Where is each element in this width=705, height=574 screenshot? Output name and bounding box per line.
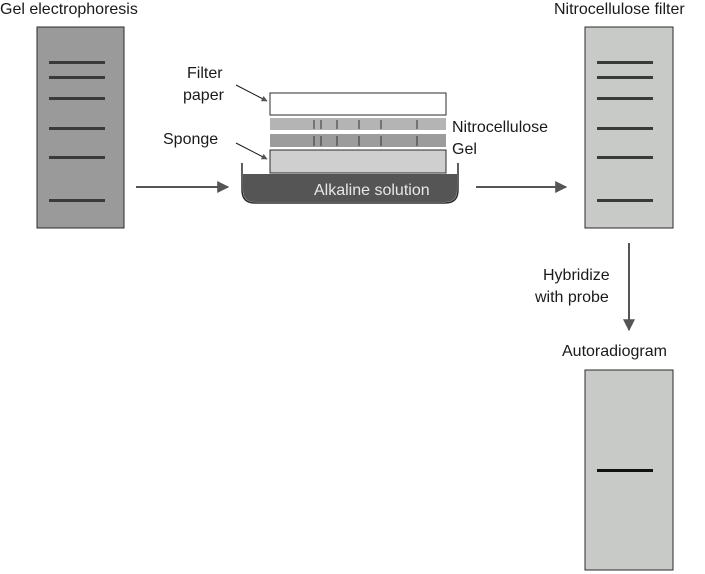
gel-bands: [49, 61, 105, 202]
filter-band: [597, 127, 653, 130]
nitrocellulose-layer: [270, 118, 446, 130]
gel-band: [49, 156, 105, 159]
gel-band: [49, 76, 105, 79]
sponge-pointer: [235, 142, 268, 160]
autoradiogram-band: [597, 469, 653, 472]
alkaline-solution-fill: [243, 174, 457, 202]
filter-band: [597, 199, 653, 202]
filter-band: [597, 97, 653, 100]
sponge-layer: [269, 149, 447, 174]
filter-paper-label-line1: Filter: [187, 65, 223, 82]
filter-paper-layer: [269, 92, 447, 116]
gel-label: Gel: [452, 141, 477, 158]
gel-band: [49, 127, 105, 130]
tray-outline: [241, 163, 459, 204]
gel-band: [49, 61, 105, 64]
hybridize-label-line2: with probe: [534, 289, 609, 306]
alkaline-solution-label: Alkaline solution: [314, 182, 430, 199]
nitrocellulose-filter-title: Nitrocellulose filter: [554, 1, 685, 18]
gel-layer: [270, 134, 446, 147]
blot-apparatus: Alkaline solution: [241, 92, 459, 204]
gel-band: [49, 199, 105, 202]
filter-band: [597, 156, 653, 159]
hybridize-label-line1: Hybridize: [543, 267, 610, 284]
filter-band: [597, 61, 653, 64]
sponge-label: Sponge: [163, 131, 218, 148]
filter-band: [597, 76, 653, 79]
gel-band: [49, 97, 105, 100]
autoradiogram-title: Autoradiogram: [562, 343, 667, 360]
filter-paper-label-line2: paper: [183, 87, 225, 104]
filter-paper-pointer: [235, 84, 268, 102]
gel-electrophoresis-title: Gel electrophoresis: [0, 1, 138, 18]
filter-bands: [597, 61, 653, 202]
nitrocellulose-label: Nitrocellulose: [452, 119, 548, 136]
layer-band-marks: [313, 120, 418, 146]
